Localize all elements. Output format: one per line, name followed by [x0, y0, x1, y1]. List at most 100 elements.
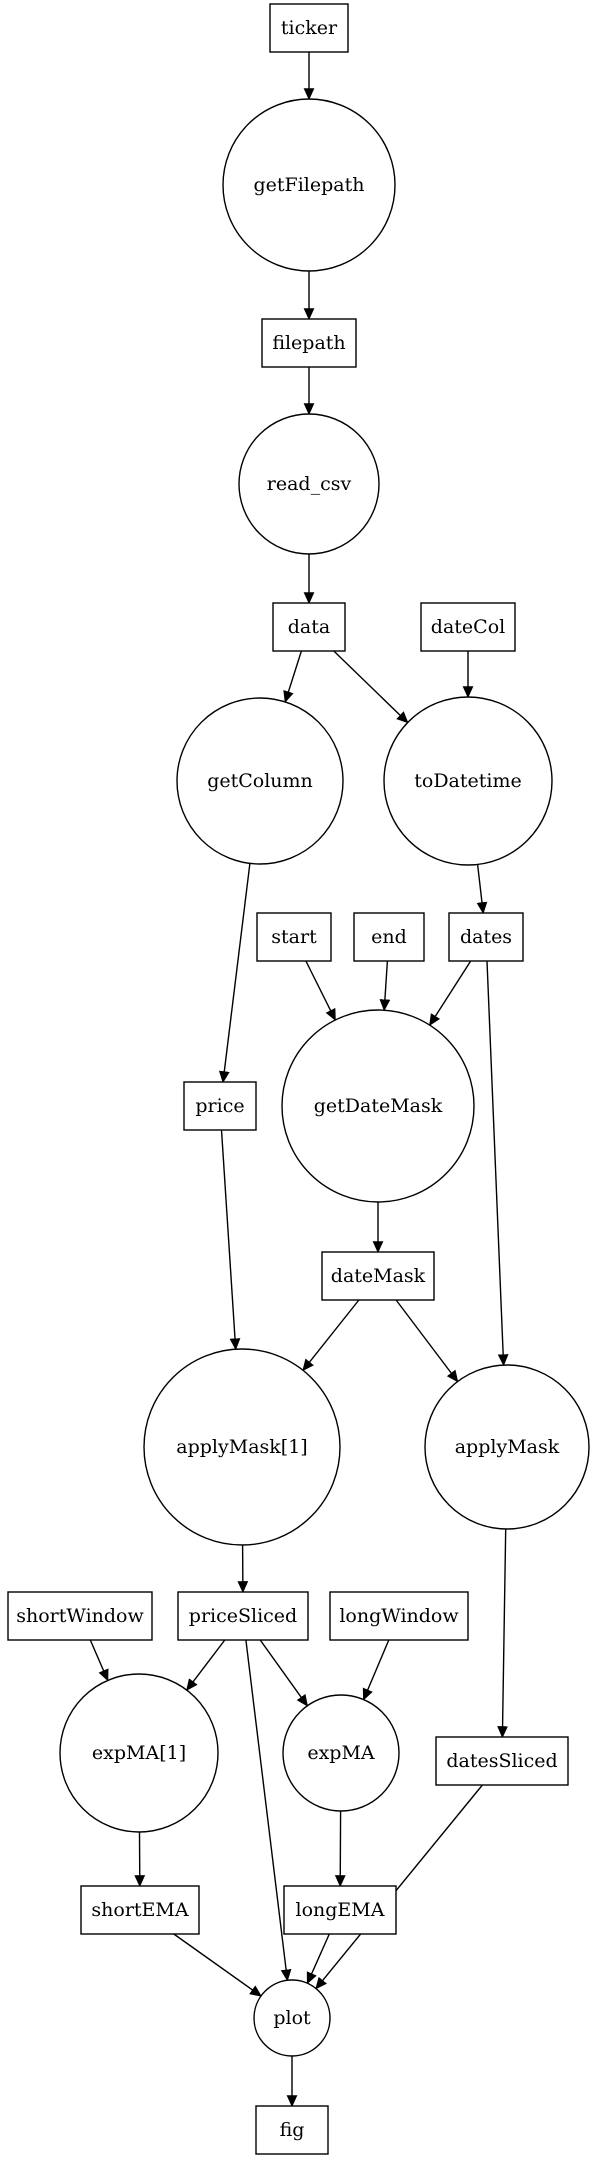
edges	[89, 52, 509, 2108]
node-date-col-box	[420, 602, 516, 652]
node-plot-circle	[253, 1979, 331, 2057]
node-label: end	[371, 926, 407, 948]
node-dates-sliced: datesSliced	[435, 1736, 569, 1786]
node-get-date-mask: getDateMask	[281, 1009, 475, 1203]
node-label: start	[271, 926, 317, 948]
node-date-mask-box	[321, 1251, 435, 1301]
node-label: data	[288, 616, 330, 638]
node-apply-mask1: applyMask[1]	[143, 1348, 341, 1546]
node-price-sliced-box	[177, 1591, 309, 1641]
node-label: filepath	[272, 332, 345, 354]
node-date-mask: dateMask	[321, 1251, 435, 1301]
edge-price-sliced-to-plot	[245, 1639, 292, 1982]
node-price: price	[183, 1081, 257, 1131]
node-label: toDatetime	[414, 770, 522, 792]
edge-data-to-get-column	[283, 650, 303, 704]
node-ticker-box	[269, 3, 349, 53]
node-long-window-box	[329, 1591, 469, 1641]
node-price-box	[183, 1081, 257, 1131]
node-label: getFilepath	[254, 174, 365, 196]
node-exp-ma-circle	[282, 1694, 400, 1812]
node-dates-box	[448, 912, 524, 962]
node-get-column-circle	[176, 697, 344, 865]
edge-to-datetime-to-dates	[476, 864, 488, 915]
node-long-ema-box	[283, 1885, 397, 1935]
edge-price-to-apply-mask1	[220, 1129, 241, 1351]
node-filepath: filepath	[261, 318, 357, 368]
edge-end-to-get-date-mask	[379, 960, 391, 1012]
node-date-col: dateCol	[420, 602, 516, 652]
edge-long-window-to-exp-ma	[362, 1639, 390, 1701]
node-get-date-mask-circle	[281, 1009, 475, 1203]
node-short-ema: shortEMA	[80, 1885, 200, 1935]
node-get-column: getColumn	[176, 697, 344, 865]
node-label: getDateMask	[314, 1095, 443, 1117]
node-short-window: shortWindow	[7, 1591, 153, 1641]
node-label: longEMA	[296, 1899, 385, 1921]
node-exp-ma1-circle	[59, 1673, 219, 1833]
node-label: applyMask[1]	[176, 1436, 307, 1458]
node-to-datetime: toDatetime	[383, 696, 553, 866]
node-long-ema: longEMA	[283, 1885, 397, 1935]
node-label: ticker	[281, 17, 338, 39]
node-label: price	[195, 1095, 244, 1117]
node-data-box	[272, 602, 346, 652]
node-end: end	[353, 912, 425, 962]
node-fig-box	[255, 2105, 329, 2155]
node-apply-mask: applyMask	[424, 1364, 590, 1530]
edge-dates-sliced-to-plot	[315, 1784, 483, 1990]
edge-start-to-get-date-mask	[305, 960, 336, 1022]
node-apply-mask1-circle	[143, 1348, 341, 1546]
node-start: start	[256, 912, 332, 962]
node-end-box	[353, 912, 425, 962]
node-label: shortEMA	[91, 1899, 188, 1921]
node-plot: plot	[253, 1979, 331, 2057]
node-label: dates	[460, 926, 512, 948]
node-start-box	[256, 912, 332, 962]
node-to-datetime-circle	[383, 696, 553, 866]
edge-date-mask-to-apply-mask1	[302, 1299, 360, 1372]
node-exp-ma: expMA	[282, 1694, 400, 1812]
node-label: dateMask	[331, 1265, 426, 1287]
node-label: expMA[1]	[92, 1742, 186, 1764]
node-short-ema-box	[80, 1885, 200, 1935]
node-short-window-box	[7, 1591, 153, 1641]
edge-date-mask-to-apply-mask	[395, 1299, 459, 1383]
edge-long-ema-to-plot	[306, 1933, 330, 1985]
node-filepath-box	[261, 318, 357, 368]
node-apply-mask-circle	[424, 1364, 590, 1530]
edge-price-sliced-to-exp-ma1	[186, 1639, 226, 1692]
node-label: getColumn	[207, 770, 313, 792]
node-label: shortWindow	[16, 1605, 144, 1627]
node-label: datesSliced	[446, 1750, 557, 1772]
node-get-filepath-circle	[222, 98, 396, 272]
node-label: fig	[280, 2119, 305, 2141]
edge-dates-to-apply-mask	[486, 960, 509, 1367]
node-label: dateCol	[431, 616, 505, 638]
node-label: priceSliced	[189, 1605, 297, 1627]
edge-price-sliced-to-exp-ma	[259, 1639, 308, 1707]
edge-dates-to-get-date-mask	[429, 960, 472, 1027]
node-data: data	[272, 602, 346, 652]
node-price-sliced: priceSliced	[177, 1591, 309, 1641]
node-label: expMA	[307, 1742, 375, 1764]
node-read-csv: read_csv	[238, 413, 380, 555]
edge-apply-mask-to-dates-sliced	[497, 1528, 508, 1739]
edge-short-ema-to-plot	[173, 1933, 262, 1997]
node-dates-sliced-box	[435, 1736, 569, 1786]
node-label: read_csv	[267, 473, 352, 495]
node-label: longWindow	[339, 1605, 459, 1627]
node-label: plot	[273, 2007, 311, 2029]
node-exp-ma1: expMA[1]	[59, 1673, 219, 1833]
node-get-filepath: getFilepath	[222, 98, 396, 272]
node-fig: fig	[255, 2105, 329, 2155]
edge-get-column-to-price	[218, 863, 251, 1084]
edge-data-to-to-datetime	[333, 650, 409, 724]
node-dates: dates	[448, 912, 524, 962]
node-long-window: longWindow	[329, 1591, 469, 1641]
node-label: applyMask	[455, 1436, 560, 1458]
node-ticker: ticker	[269, 3, 349, 53]
node-read-csv-circle	[238, 413, 380, 555]
